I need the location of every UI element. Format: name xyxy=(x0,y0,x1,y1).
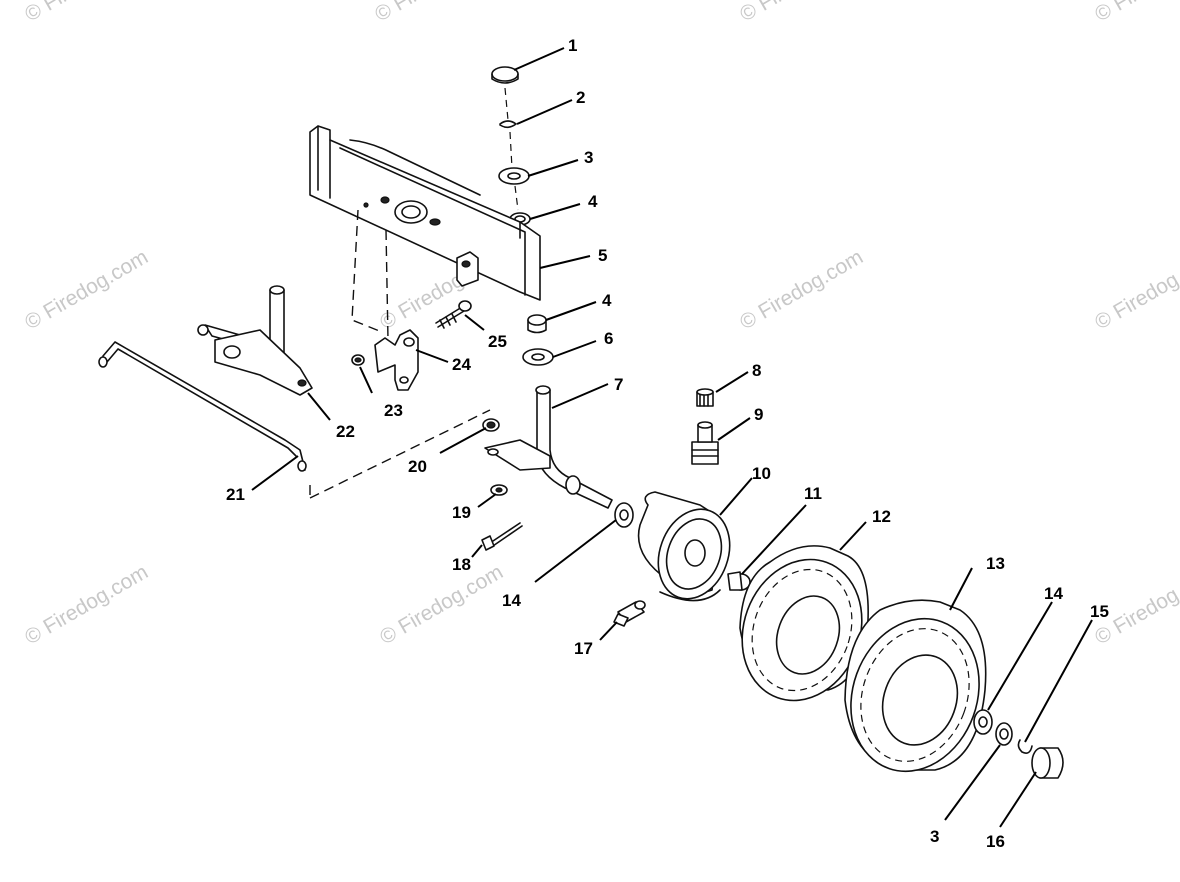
callout-16: 16 xyxy=(986,832,1005,851)
callout-12: 12 xyxy=(872,507,891,526)
callout-17: 17 xyxy=(574,639,593,658)
watermark: © Firedog.com xyxy=(21,560,152,649)
part-grease-fitting xyxy=(613,600,646,627)
callout-11: 11 xyxy=(804,484,822,503)
watermark: © Firedog.com xyxy=(736,0,867,26)
part-lug-cap xyxy=(727,571,751,591)
callout-25: 25 xyxy=(488,332,507,351)
part-nut xyxy=(351,354,365,366)
callout-15: 15 xyxy=(1090,602,1109,621)
watermark: © Firedog.com xyxy=(21,245,152,334)
part-cotter-pin xyxy=(481,522,523,551)
callout-5: 5 xyxy=(598,246,607,265)
callout-4: 4 xyxy=(588,192,598,211)
callout-2: 2 xyxy=(576,88,585,107)
callout-1: 1 xyxy=(568,36,577,55)
part-washer-lower xyxy=(522,348,554,366)
callout-labels: 1 2 3 4 5 4 6 7 8 9 10 11 12 13 14 15 3 … xyxy=(226,36,1109,851)
part-cap xyxy=(491,66,519,84)
drag-link-line xyxy=(309,409,491,499)
part-washer-small xyxy=(490,484,508,496)
part-spacer-washer-right xyxy=(973,709,993,735)
part-drag-link xyxy=(98,341,307,472)
callout-6: 6 xyxy=(604,329,613,348)
watermark: © Firedog.com xyxy=(21,0,152,26)
part-tire-inner xyxy=(739,545,869,702)
callout-3b: 3 xyxy=(930,827,939,846)
callout-19: 19 xyxy=(452,503,471,522)
callout-24: 24 xyxy=(452,355,471,374)
callout-14b: 14 xyxy=(502,591,521,610)
watermark: © Firedog.com xyxy=(1091,0,1180,26)
callout-21: 21 xyxy=(226,485,245,504)
callout-3: 3 xyxy=(584,148,593,167)
axle-bracket-line xyxy=(385,229,389,341)
part-spacer-washer xyxy=(614,502,634,528)
callout-10: 10 xyxy=(752,464,771,483)
part-valve-stem xyxy=(691,421,719,465)
watermark: © Firedog.com xyxy=(1091,245,1180,334)
part-valve-cap xyxy=(696,388,714,407)
callout-18: 18 xyxy=(452,555,471,574)
part-front-axle xyxy=(309,125,541,301)
watermark: © Firedog.com xyxy=(736,245,867,334)
part-tire-outer xyxy=(844,599,987,773)
part-nut-small xyxy=(482,418,500,432)
part-bracket xyxy=(374,329,419,391)
axis-line xyxy=(504,87,519,211)
leader-lines xyxy=(251,47,1093,828)
callout-20: 20 xyxy=(408,457,427,476)
part-retaining-ring-right xyxy=(1017,739,1033,754)
callout-7: 7 xyxy=(614,375,623,394)
watermark: © Firedog.com xyxy=(376,560,507,649)
part-bolt xyxy=(435,300,472,329)
callout-9: 9 xyxy=(754,405,763,424)
callout-22: 22 xyxy=(336,422,355,441)
part-washer-right xyxy=(995,722,1013,746)
watermark: © Firedog.com xyxy=(371,0,502,26)
part-steering-arm xyxy=(197,285,313,396)
part-retaining-ring xyxy=(499,120,517,129)
part-washer-top xyxy=(498,167,530,185)
callout-8: 8 xyxy=(752,361,761,380)
callout-23: 23 xyxy=(384,401,403,420)
part-hub-cap xyxy=(1031,747,1064,779)
callout-4b: 4 xyxy=(602,291,612,310)
part-wheel-rim xyxy=(637,491,731,602)
callout-14a: 14 xyxy=(1044,584,1063,603)
callout-13: 13 xyxy=(986,554,1005,573)
part-bushing-lower xyxy=(527,314,547,334)
watermarks: © Firedog.com © Firedog.com © Firedog.co… xyxy=(21,0,1180,649)
axle-bracket-line xyxy=(351,209,383,333)
part-spindle xyxy=(484,385,613,509)
